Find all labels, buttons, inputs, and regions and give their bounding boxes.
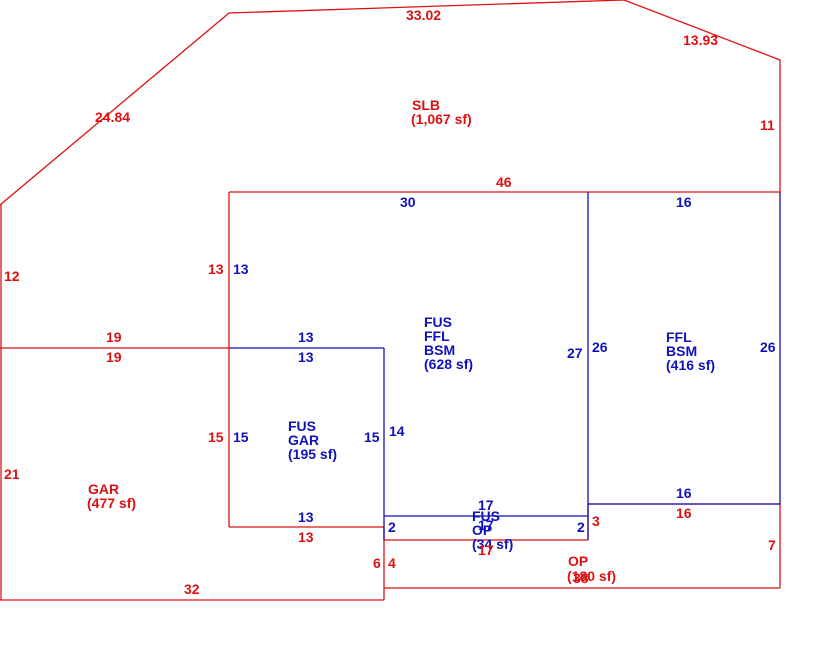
fus-ffl-bsm-label-2: FFL <box>424 328 450 344</box>
dim-label: 13 <box>298 349 314 365</box>
dim-label: 2 <box>388 519 396 535</box>
dim-label: 17 <box>478 542 494 558</box>
slb-outline <box>0 0 781 206</box>
dim-label: 4 <box>388 555 396 571</box>
ffl-bsm-area: (416 sf) <box>666 357 715 373</box>
dim-label: 13.93 <box>683 32 718 48</box>
dim-label: 19 <box>106 329 122 345</box>
op-area: (180 sf) <box>567 568 616 584</box>
dim-label: 27 <box>567 345 583 361</box>
fus-op-label-1: FUS <box>472 508 500 524</box>
area-labels: SLB (1,067 sf) FUS FFL BSM (628 sf) FFL … <box>87 97 715 584</box>
dim-label: 16 <box>676 505 692 521</box>
dim-label: 13 <box>208 261 224 277</box>
dim-label: 7 <box>768 537 776 553</box>
fus-ffl-bsm-area: (628 sf) <box>424 356 473 372</box>
fus-ffl-bsm-label-3: BSM <box>424 342 455 358</box>
dim-label: 13 <box>298 329 314 345</box>
dim-label: 26 <box>592 339 608 355</box>
dim-label: 38 <box>573 570 589 586</box>
dim-label: 14 <box>389 423 405 439</box>
dim-label: 2 <box>577 519 585 535</box>
dim-label: 6 <box>373 555 381 571</box>
ffl-bsm-label-2: BSM <box>666 343 697 359</box>
dim-label: 16 <box>676 194 692 210</box>
op-label: OP <box>568 553 588 569</box>
fus-op-label-2: OP <box>472 522 492 538</box>
dim-label: 33.02 <box>406 7 441 23</box>
dim-label: 17 <box>478 497 494 513</box>
fus-ffl-bsm-label-1: FUS <box>424 314 452 330</box>
dim-label: 46 <box>496 174 512 190</box>
fus-gar-label-2: GAR <box>288 432 319 448</box>
dim-label: 11 <box>760 117 775 133</box>
dim-label: 3 <box>592 513 600 529</box>
blue-outlines <box>229 192 781 540</box>
dimension-labels: 33.02 13.93 24.84 11 46 30 16 12 13 13 1… <box>4 7 776 597</box>
dim-label: 16 <box>676 485 692 501</box>
dim-label: 13 <box>233 261 249 277</box>
dim-label: 12 <box>4 268 20 284</box>
dim-label: 24.84 <box>95 109 130 125</box>
fus-gar-label-1: FUS <box>288 418 316 434</box>
dim-label: 19 <box>106 349 122 365</box>
dim-label: 26 <box>760 339 776 355</box>
dim-label: 32 <box>184 581 200 597</box>
gar-area: (477 sf) <box>87 495 136 511</box>
dim-label: 15 <box>233 429 249 445</box>
slb-area: (1,067 sf) <box>411 111 472 127</box>
dim-label: 15 <box>364 429 380 445</box>
dim-label: 13 <box>298 529 314 545</box>
dim-label: 17 <box>478 517 494 533</box>
ffl-bsm-label-1: FFL <box>666 329 692 345</box>
dim-label: 21 <box>4 466 20 482</box>
fus-op-area: (34 sf) <box>472 536 513 552</box>
dim-label: 30 <box>400 194 416 210</box>
slb-label: SLB <box>412 97 440 113</box>
dim-label: 15 <box>208 429 224 445</box>
dim-label: 13 <box>298 509 314 525</box>
gar-label: GAR <box>88 481 119 497</box>
fus-gar-area: (195 sf) <box>288 446 337 462</box>
